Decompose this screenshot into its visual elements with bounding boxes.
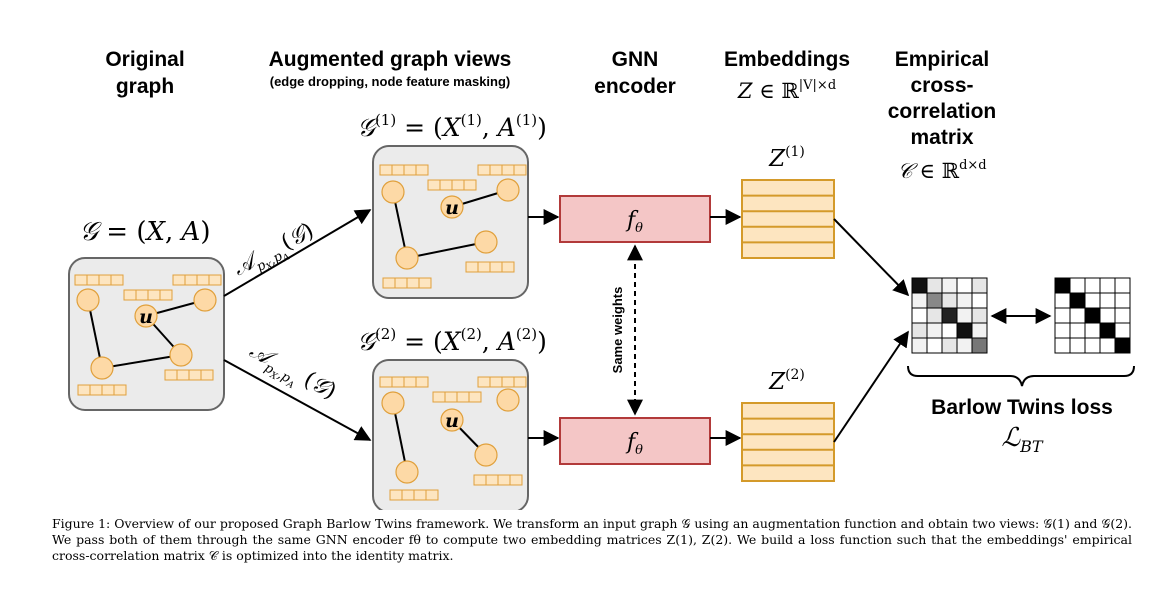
embedding-matrix-z2 bbox=[741, 402, 835, 482]
header-original-line1: Original bbox=[105, 48, 184, 71]
encoder-top: fθ bbox=[559, 195, 711, 243]
augmented-view-2: u bbox=[372, 359, 529, 510]
loss-math: ℒBT bbox=[1001, 423, 1043, 456]
cross-correlation-matrix bbox=[911, 277, 988, 354]
node-u-label-view2: u bbox=[445, 410, 459, 432]
augment-arrow-top bbox=[223, 209, 372, 297]
encoder-bottom: fθ bbox=[559, 417, 711, 465]
header-empirical-2: cross- bbox=[910, 74, 973, 97]
figure-caption: Figure 1: Overview of our proposed Graph… bbox=[52, 516, 1132, 564]
augment-label-bottom: 𝒜pX,pA (𝒢) bbox=[242, 338, 340, 410]
identity-matrix bbox=[1054, 277, 1131, 354]
embedding-matrix-z1 bbox=[741, 179, 835, 259]
header-augmented: Augmented graph views bbox=[269, 48, 512, 71]
z1-label: Z(1) bbox=[768, 144, 805, 172]
graph-barlow-twins-diagram: Original graph Augmented graph views (ed… bbox=[68, 48, 1135, 510]
original-graph: u bbox=[68, 257, 225, 411]
header-gnn-line2: encoder bbox=[594, 75, 676, 98]
augment-label-top: 𝒜pX,pA(𝒢) bbox=[229, 218, 321, 286]
header-empirical-math: 𝒞 ∈ ℝd×d bbox=[897, 158, 986, 183]
header-original-line2: graph bbox=[116, 75, 174, 98]
arrow-z2-to-ccm bbox=[833, 330, 909, 443]
header-augmented-sub: (edge dropping, node feature masking) bbox=[270, 74, 511, 89]
node-u-label-view1: u bbox=[445, 197, 459, 219]
loss-title: Barlow Twins loss bbox=[931, 396, 1113, 419]
caption-text: Figure 1: Overview of our proposed Graph… bbox=[52, 516, 1132, 563]
node-u-label: u bbox=[139, 306, 153, 328]
header-empirical-1: Empirical bbox=[895, 48, 990, 71]
z2-label: Z(2) bbox=[768, 367, 805, 395]
original-graph-label: 𝒢 = (X, A) bbox=[80, 217, 211, 247]
view1-label: 𝒢(1) = (X(1), A(1)) bbox=[357, 111, 547, 142]
loss-brace bbox=[907, 365, 1135, 387]
arrow-z1-to-ccm bbox=[833, 218, 910, 297]
header-embeddings-math: Z ∈ ℝ|V|×d bbox=[737, 78, 836, 103]
same-weights-label: Same weights bbox=[610, 287, 625, 374]
augment-arrow-bottom bbox=[223, 359, 372, 441]
header-embeddings: Embeddings bbox=[724, 48, 850, 71]
header-empirical-3: correlation bbox=[888, 100, 997, 123]
augmented-view-1: u bbox=[372, 145, 529, 299]
header-gnn-line1: GNN bbox=[612, 48, 659, 71]
header-empirical-4: matrix bbox=[910, 126, 973, 149]
view2-label: 𝒢(2) = (X(2), A(2)) bbox=[357, 325, 547, 356]
